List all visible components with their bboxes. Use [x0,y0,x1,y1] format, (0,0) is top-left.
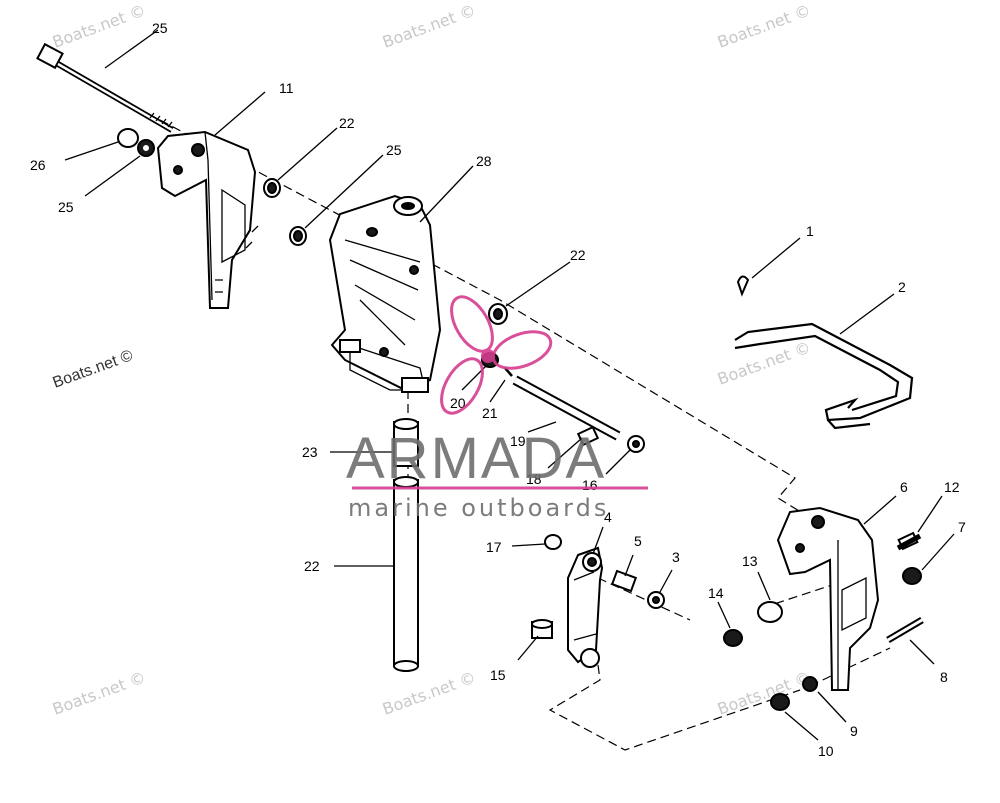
watermark: Boats.net © [380,668,478,719]
callout-4: 4 [604,509,612,525]
callout-24: 23 [302,444,318,460]
part-27-bolt [36,42,174,133]
leader-lines [64,29,955,741]
part-13-washer [757,601,783,623]
callout-numbers: 25 11 22 25 28 26 25 1 2 22 20 21 19 18 … [30,20,966,759]
part-9-washer [802,676,818,692]
callout-23: 22 [304,558,320,574]
callout-1: 1 [806,223,814,239]
callout-19: 19 [510,433,526,449]
callout-9: 9 [850,723,858,739]
callout-25: 25 [386,142,402,158]
brand-tagline: marine outboards [348,494,609,522]
part-3-nut [647,591,665,609]
part-22-washer-upper [263,178,281,198]
callout-21: 21 [482,405,498,421]
callout-7: 7 [958,519,966,535]
part-15-bushing [531,619,553,639]
part-12-bolt [896,531,922,551]
callout-11: 11 [279,80,294,96]
part-25-washer-upper [289,226,307,246]
part-6-right-bracket [776,506,880,691]
callout-22: 22 [339,115,355,131]
callout-14: 14 [708,585,724,601]
part-4-shock-absorber [567,546,604,668]
watermark: Boats.net © [50,668,148,719]
part-11-left-bracket [156,130,259,309]
part-17-nut [544,534,562,550]
part-25-washer-left [137,139,155,157]
part-10-nut [770,693,790,711]
part-7-nut [902,567,922,585]
part-1-pin [736,275,750,297]
watermark: Boats.net © [715,668,813,719]
part-26-nut [117,128,139,148]
callout-5: 5 [634,533,642,549]
callout-8: 8 [940,669,948,685]
brand-name: ARMADA [346,426,606,491]
part-14-nut [723,629,743,647]
watermark-dark: Boats.net © [51,347,136,392]
callout-28: 28 [476,153,492,169]
callout-17: 17 [486,539,502,555]
callout-26: 26 [30,157,46,173]
watermark: Boats.net © [715,1,813,52]
watermark: Boats.net © [715,338,813,389]
brand-overlay: ARMADA marine outboards [346,295,648,522]
callout-3: 3 [672,549,680,565]
callout-25: 25 [58,199,74,215]
watermark: Boats.net © [50,1,148,52]
callout-27: 25 [152,20,168,36]
part-22-washer-right [488,303,508,325]
callout-18: 18 [526,471,542,487]
part-28-swivel-bracket [328,194,442,393]
watermark: Boats.net © [380,1,478,52]
part-8-bolt [886,616,924,644]
callout-12: 12 [944,479,960,495]
part-19-tilt-tube [512,375,621,441]
callout-6: 6 [900,479,908,495]
part-23-tube [393,476,419,672]
callout-20: 20 [450,395,466,411]
part-16-nut [627,435,645,453]
part-24-bushing [393,418,419,467]
callout-22: 22 [570,247,586,263]
propeller-logo [440,295,553,415]
part-5-bushing [610,569,638,593]
callout-15: 15 [490,667,506,683]
part-2-tilt-lever [734,322,914,430]
callout-10: 10 [818,743,834,759]
callout-13: 13 [742,553,758,569]
callout-2: 2 [898,279,906,295]
